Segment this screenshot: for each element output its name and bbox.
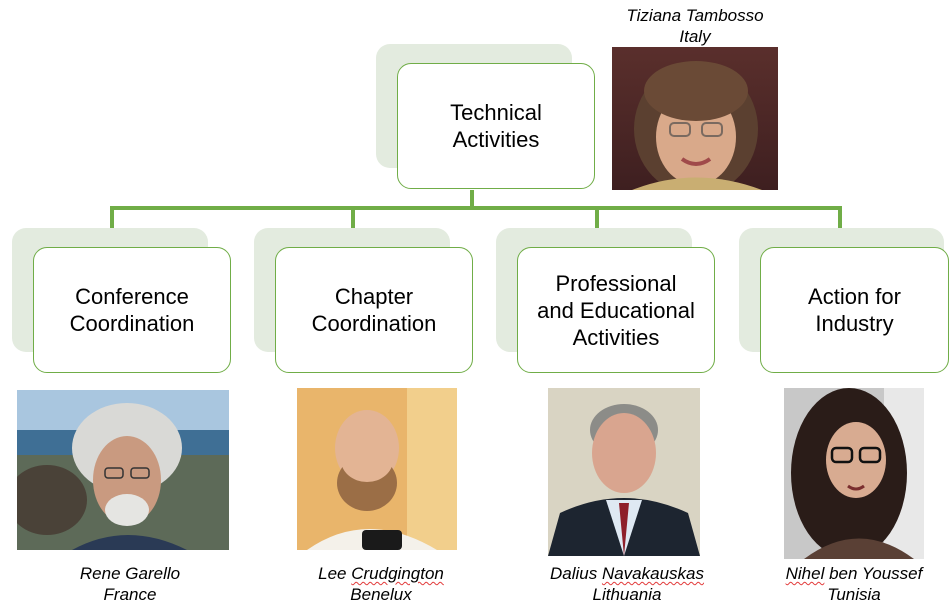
branch-4-country: Tunisia — [827, 585, 881, 604]
branch-2-caption: Lee Crudgington Benelux — [276, 563, 486, 605]
branch-3-caption: Dalius Navakauskas Lithuania — [522, 563, 732, 605]
branch-4-first-name: Nihel — [785, 564, 825, 583]
root-node[interactable]: Technical Activities — [397, 63, 595, 189]
branch-3-name: Dalius Navakauskas — [522, 563, 732, 584]
branch-3-country: Lithuania — [592, 585, 662, 604]
leader-caption: Tiziana Tambosso Italy — [600, 5, 790, 47]
leader-photo — [612, 47, 778, 190]
branch-4-caption: Nihel ben Youssef Tunisia — [764, 563, 944, 605]
branch-connector-1 — [110, 206, 114, 228]
branch-bus — [110, 206, 842, 210]
branch-2-name: Lee Crudgington — [276, 563, 486, 584]
branch-1-photo — [17, 390, 229, 550]
branch-2-first-name: Lee — [318, 564, 347, 583]
branch-4-photo — [784, 388, 924, 559]
leader-name: Tiziana Tambosso — [626, 6, 764, 25]
branch-connector-4 — [838, 206, 842, 228]
branch-1-name: Rene Garello — [79, 564, 181, 583]
branch-2-country: Benelux — [350, 585, 412, 604]
branch-1-country: France — [103, 585, 157, 604]
branch-connector-3 — [595, 206, 599, 228]
leader-country: Italy — [679, 27, 711, 46]
branch-2-photo — [297, 388, 457, 550]
branch-node-conference-coordination[interactable]: Conference Coordination — [33, 247, 231, 373]
branch-connector-2 — [351, 206, 355, 228]
branch-4-name: Nihel ben Youssef — [764, 563, 944, 584]
branch-node-professional-educational[interactable]: Professional and Educational Activities — [517, 247, 715, 373]
branch-node-action-for-industry[interactable]: Action for Industry — [760, 247, 949, 373]
branch-1-caption: Rene Garello France — [30, 563, 230, 605]
branch-3-last-name: Navakauskas — [601, 564, 705, 583]
branch-4-last-name: ben Youssef — [829, 564, 923, 583]
root-connector — [470, 190, 474, 208]
branch-2-last-name: Crudgington — [351, 564, 444, 583]
branch-node-chapter-coordination[interactable]: Chapter Coordination — [275, 247, 473, 373]
branch-3-photo — [548, 388, 700, 556]
branch-3-first-name: Dalius — [549, 564, 598, 583]
